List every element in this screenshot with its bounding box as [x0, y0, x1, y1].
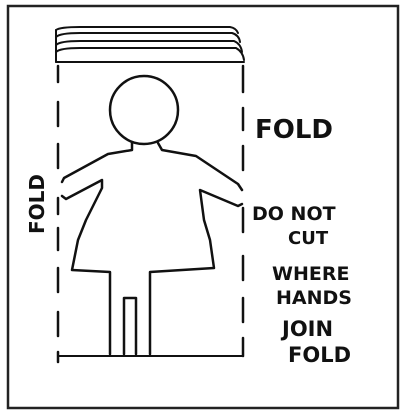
doll-body-outline: [62, 143, 242, 354]
note-line-6: FOLD: [288, 343, 351, 367]
paper-stack: [56, 27, 244, 62]
fold-label-left: FOLD: [25, 174, 49, 234]
fold-label-right: FOLD: [255, 115, 333, 145]
doll-figure: [62, 76, 242, 354]
doll-head: [110, 76, 178, 144]
note-line-3: WHERE: [272, 263, 349, 285]
note-line-2: CUT: [288, 228, 329, 249]
instruction-note: DO NOT CUT WHERE HANDS JOIN FOLD: [252, 203, 352, 367]
note-line-1: DO NOT: [252, 203, 336, 225]
note-line-5: JOIN: [280, 317, 333, 341]
note-line-4: HANDS: [276, 287, 352, 309]
